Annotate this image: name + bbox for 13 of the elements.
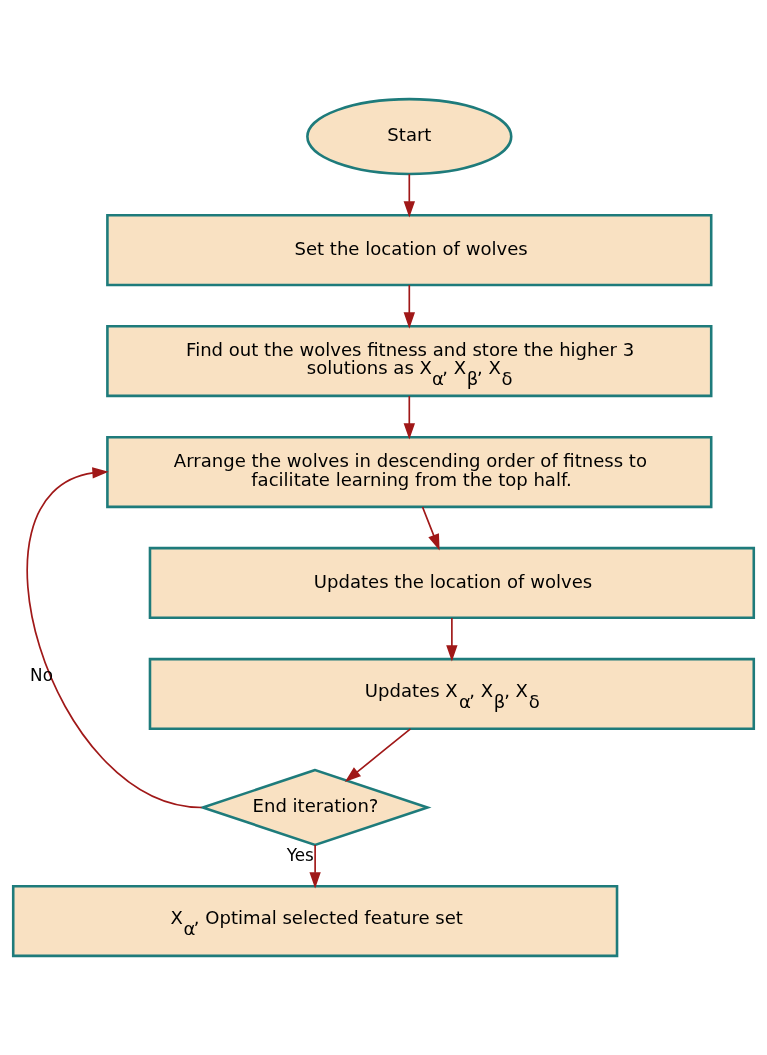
arrow (26, 467, 203, 809)
arrow (421, 506, 440, 551)
node-box: Arrange the wolves in descending order of fitness to facilitate learning from the top half. (106, 435, 713, 509)
arrow (309, 844, 321, 889)
arrow (446, 617, 458, 662)
node-box: Set the location of wolves (106, 214, 713, 287)
node-ellipse: Start (306, 97, 513, 176)
edge-label: Yes (286, 844, 314, 865)
arrow (403, 173, 415, 218)
node-box: Updates the location of wolves (148, 546, 756, 620)
arrow (403, 284, 415, 329)
arrow (403, 395, 415, 440)
arrow (344, 728, 412, 783)
